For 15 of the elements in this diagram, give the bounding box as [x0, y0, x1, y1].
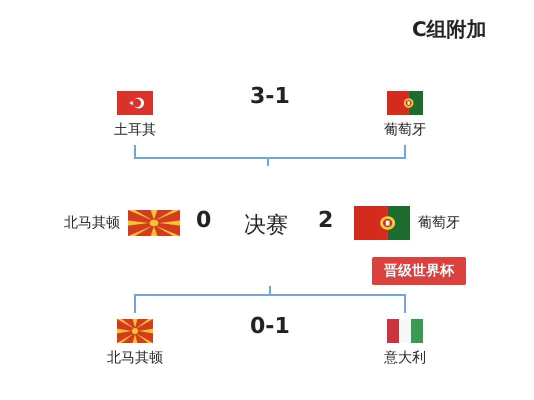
- team-name: 北马其顿: [64, 214, 120, 232]
- title: C组附加: [412, 16, 487, 43]
- bracket-line: [134, 145, 269, 166]
- team-name: 土耳其: [114, 121, 156, 139]
- bracket-line: [134, 286, 271, 313]
- team-name: 北马其顿: [107, 349, 163, 367]
- team-name: 葡萄牙: [384, 121, 426, 139]
- score: 0: [196, 208, 212, 233]
- team-name: 意大利: [384, 349, 426, 367]
- qualified-badge: 晋级世界杯: [372, 257, 466, 285]
- score: 3-1: [250, 84, 290, 109]
- score: 0-1: [250, 314, 290, 339]
- team-name: 葡萄牙: [418, 214, 460, 232]
- stage-label: 决赛: [244, 212, 288, 240]
- score: 2: [318, 208, 334, 233]
